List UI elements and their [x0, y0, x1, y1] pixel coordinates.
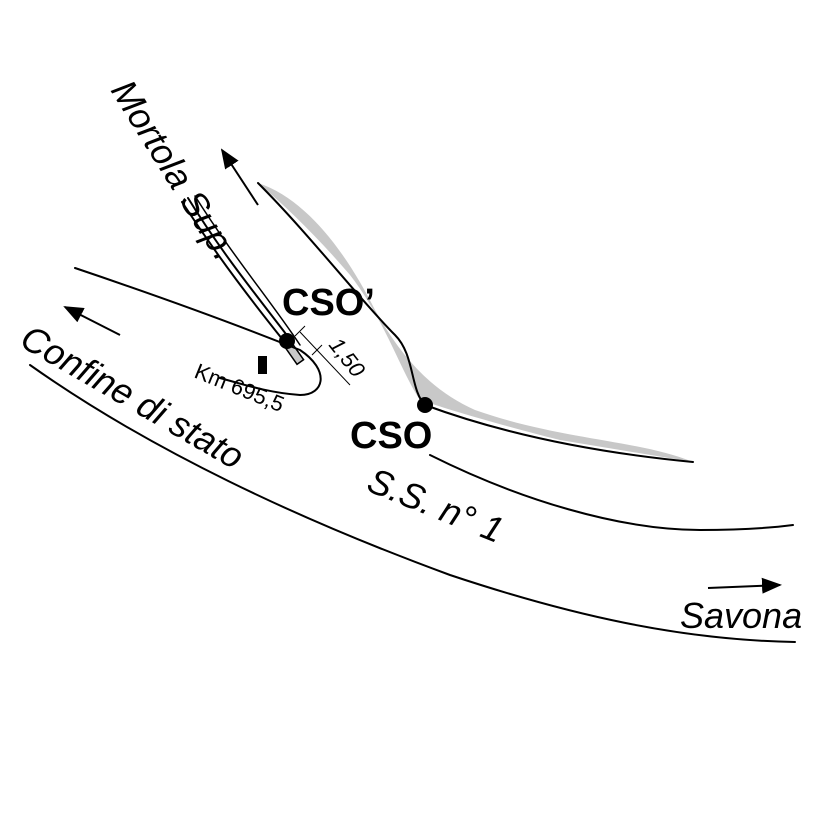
- main-road-upper-edge: [74, 267, 322, 397]
- dimension-tick-1: [294, 325, 306, 337]
- arrow-confine: [63, 306, 121, 336]
- cso-point: [417, 397, 433, 413]
- confine-label: Confine di stato: [14, 316, 251, 477]
- main-road-middle-edge: [429, 454, 794, 532]
- cso-label: CSO: [350, 415, 432, 457]
- arrow-mortola: [220, 148, 259, 206]
- dimension-tick-2: [311, 344, 323, 356]
- cso-prime-label: CSO’: [282, 282, 375, 324]
- dimension-line: [299, 331, 351, 386]
- mortola-road-edge-third: [194, 195, 301, 346]
- main-road-lower-edge: [29, 364, 796, 643]
- km-label: Km 695,5: [191, 358, 288, 416]
- savona-label: Savona: [680, 595, 802, 636]
- shaded-area: [258, 183, 693, 462]
- mortola-road-edge-outer: [181, 201, 284, 341]
- ss1-label: S.S. n° 1: [362, 459, 509, 550]
- km-marker: [258, 356, 267, 374]
- mortola-road-edge-inner: [187, 197, 293, 343]
- arrow-savona: [707, 577, 782, 594]
- cso-prime-point: [279, 333, 295, 349]
- upper-side-road-edge: [257, 182, 694, 463]
- width-label: 1,50: [324, 333, 371, 383]
- mortola-label: Mortola Sup.: [103, 73, 246, 268]
